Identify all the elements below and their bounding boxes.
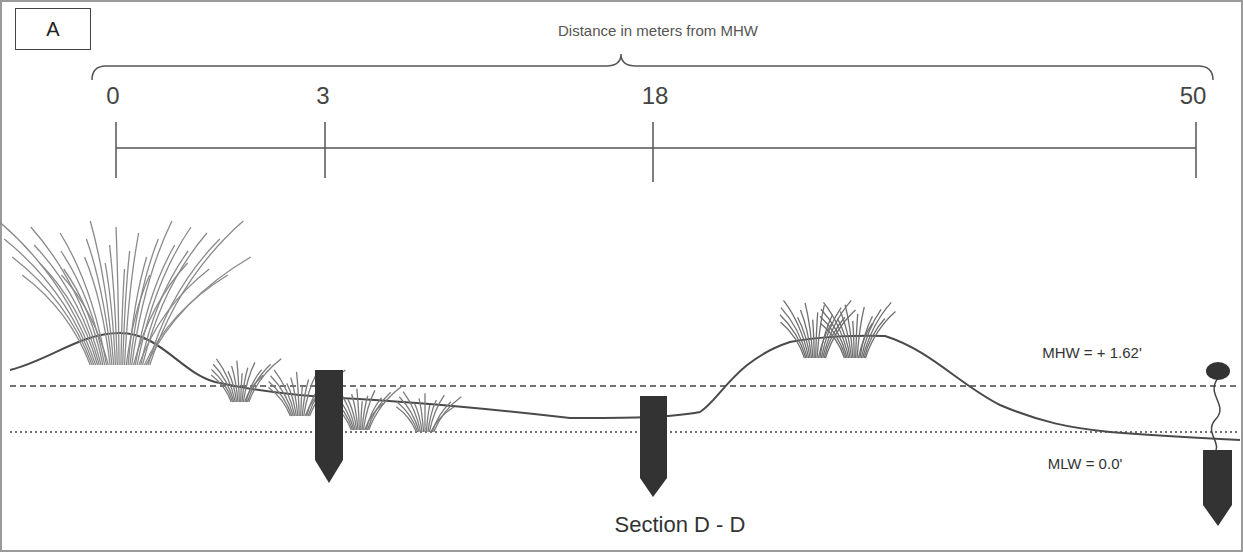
grass-blade <box>237 361 240 402</box>
grass-blade <box>110 245 118 365</box>
grass-blade <box>805 303 813 358</box>
section-title: Section D - D <box>615 513 746 537</box>
distance-number: 3 <box>316 83 329 109</box>
grass-blade <box>863 302 892 358</box>
grass-blade <box>821 309 847 358</box>
grass-blade <box>139 269 209 365</box>
panel-letter-box: A <box>15 8 91 50</box>
grass-blade <box>784 300 809 358</box>
grass-blade <box>116 227 119 365</box>
grass-blade <box>801 310 812 358</box>
grass-blade <box>232 366 238 402</box>
tide-label: MHW = + 1.62' <box>1042 345 1142 362</box>
grass-blade <box>348 399 357 430</box>
scale-tick <box>1195 122 1197 178</box>
grass-blade <box>845 305 853 358</box>
grass-blade <box>357 389 360 430</box>
grass-blade <box>352 394 358 430</box>
mhw-line <box>10 385 1240 387</box>
grass-blade <box>419 398 424 432</box>
distance-number: 0 <box>106 83 119 109</box>
axis-title: Distance in meters from MHW <box>554 23 762 40</box>
scale-tick <box>652 122 654 182</box>
grass-blade <box>424 393 425 432</box>
stake <box>315 370 343 483</box>
grass-blade <box>132 221 172 365</box>
distance-number: 18 <box>642 83 669 109</box>
grass-blade <box>824 302 849 358</box>
panel-letter: A <box>46 18 59 41</box>
scale-tick <box>324 122 326 178</box>
tide-label: MLW = 0.0' <box>1048 456 1123 473</box>
grass-blade <box>228 371 237 402</box>
grass-blade <box>148 239 220 365</box>
grass-blade <box>61 275 108 365</box>
grass-blade <box>137 227 191 365</box>
grass-blade <box>853 321 855 358</box>
grass-blade <box>4 239 94 365</box>
grass-blade <box>146 257 251 365</box>
grass-blade <box>841 312 852 358</box>
stake <box>1203 450 1232 526</box>
grass-blade <box>61 251 105 365</box>
grass-blade <box>297 372 300 416</box>
grass-blade <box>216 359 235 402</box>
scale-tick <box>115 122 117 178</box>
buoy-line <box>1211 378 1219 450</box>
grass-blade <box>150 221 244 365</box>
grass-blade <box>34 245 99 365</box>
grass-blade <box>291 378 298 416</box>
stake <box>640 396 667 497</box>
grass-blade <box>60 233 106 365</box>
grass-blade <box>781 308 807 358</box>
grass-blade <box>274 370 295 416</box>
grass-blade <box>105 263 115 365</box>
distance-number: 50 <box>1180 83 1207 109</box>
buoy <box>1206 362 1230 380</box>
grass-blade <box>0 221 96 365</box>
grass-blade <box>813 320 815 358</box>
mlw-line <box>10 431 1240 433</box>
scale-line <box>116 147 1196 149</box>
grass-blade <box>287 383 297 416</box>
ground-profile <box>10 333 1240 440</box>
bracket <box>92 54 1213 80</box>
grass-blade <box>866 312 896 358</box>
grass-blade <box>249 359 282 402</box>
grass-blade <box>428 400 436 432</box>
grass-blade <box>369 387 402 430</box>
grass-blade <box>31 227 101 365</box>
grass-blade <box>64 269 103 365</box>
grass-blade <box>434 397 462 432</box>
grass <box>0 221 895 432</box>
